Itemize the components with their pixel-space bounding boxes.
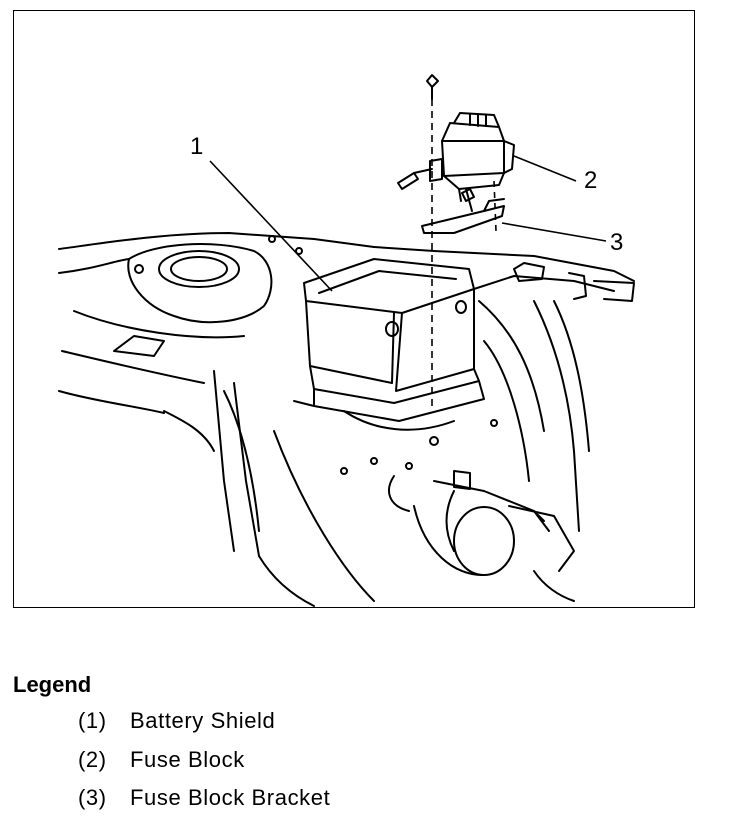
mounting-bolt [426, 74, 439, 100]
legend-item-number: (3) [78, 785, 107, 810]
legend-title: Legend [13, 672, 92, 697]
legend-item-label: Battery Shield [130, 708, 276, 733]
callout-3: 3 [610, 229, 624, 256]
fender-structure [58, 232, 375, 607]
battery-shield-drawing [293, 258, 485, 431]
leader-line-3 [501, 222, 607, 242]
legend-item-label: Fuse Block Bracket [130, 785, 331, 810]
leader-line-2 [513, 155, 577, 182]
radiator-support [340, 246, 635, 532]
engine-bay-illustration [58, 74, 635, 607]
legend-item: (1) Battery Shield [78, 708, 275, 734]
fuse-block-bracket-drawing [421, 188, 505, 234]
bracket-alignment-line [493, 180, 497, 232]
legend-item: (3) Fuse Block Bracket [78, 785, 330, 811]
legend-item: (2) Fuse Block [78, 747, 245, 773]
lower-cylinder [388, 470, 575, 602]
legend-item-number: (1) [78, 708, 107, 733]
callout-1: 1 [190, 133, 204, 160]
leader-line-1 [209, 160, 333, 292]
callout-2: 2 [584, 167, 598, 194]
legend-item-number: (2) [78, 747, 107, 772]
diagram-frame: 1 2 3 [13, 10, 695, 608]
legend-item-label: Fuse Block [130, 747, 245, 772]
fuse-block-drawing [397, 112, 515, 202]
